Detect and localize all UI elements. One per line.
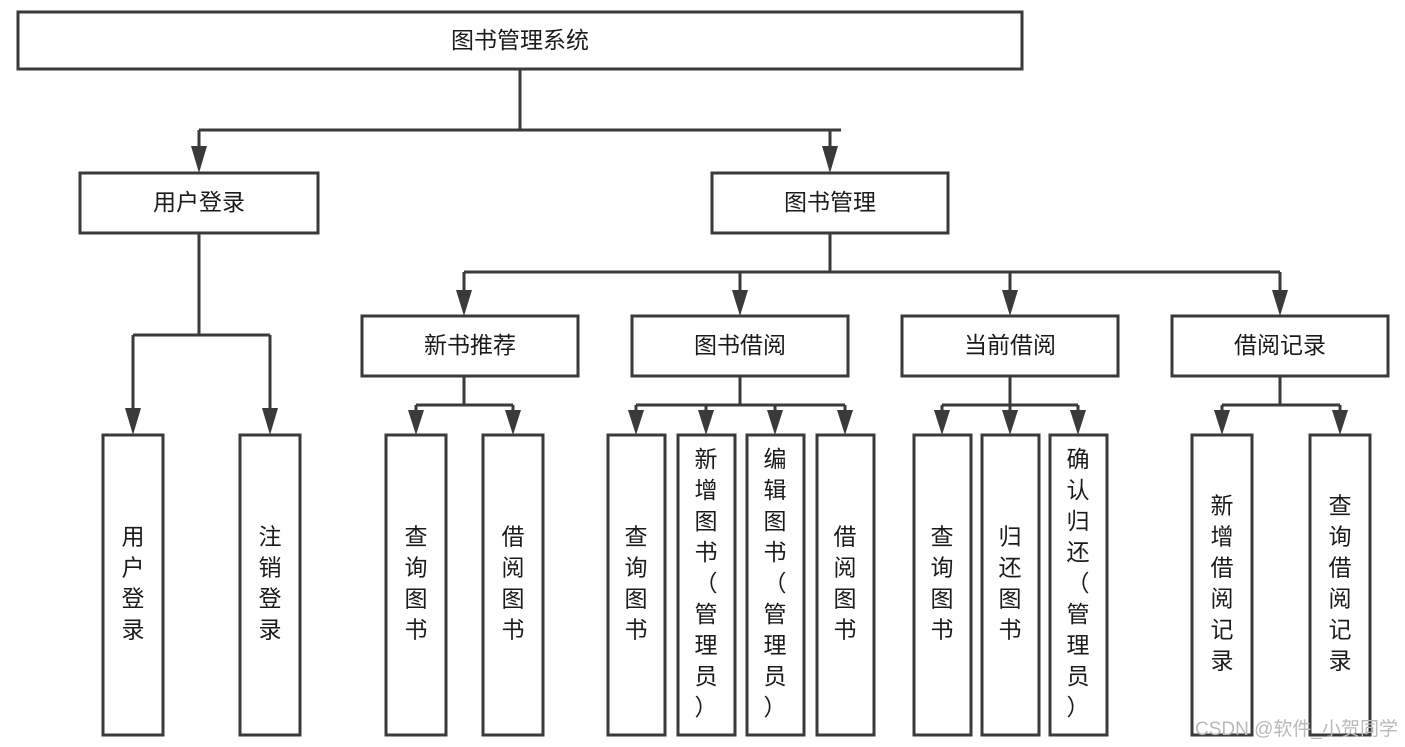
arrow-head-borrow-record (1272, 290, 1288, 316)
node-leaf-query-book-2-box[interactable] (606, 433, 667, 737)
node-leaf-return-book-box[interactable] (980, 433, 1041, 737)
node-leaf-user-logout-box[interactable] (238, 433, 302, 737)
node-leaf-return-book-label: 归还图书 (999, 524, 1022, 643)
node-leaf-borrow-book-1-label: 借阅图书 (502, 524, 525, 643)
node-leaf-add-record-box[interactable] (1190, 433, 1254, 737)
node-borrow-record[interactable]: 借阅记录 (1170, 314, 1390, 378)
node-leaf-add-book-box[interactable] (676, 433, 737, 737)
node-leaf-query-book-2[interactable]: 查询图书 (606, 433, 667, 737)
node-leaf-edit-book-label: 编辑图书（管理员） (764, 446, 787, 720)
node-leaf-query-record[interactable]: 查询借阅记录 (1308, 433, 1372, 737)
node-leaf-user-logout-label: 注销登录 (259, 524, 282, 643)
node-new-book-recommend[interactable]: 新书推荐 (360, 314, 580, 378)
node-leaf-edit-book-box[interactable] (745, 433, 806, 737)
arrow-head-leaf-edit-book (767, 410, 783, 435)
arrow-head-user-login (191, 146, 207, 173)
node-new-book-recommend-label: 新书推荐 (424, 332, 516, 358)
arrow-head-book-management (822, 146, 838, 173)
node-leaf-borrow-book-1-box[interactable] (481, 433, 545, 737)
node-book-management-label: 图书管理 (784, 189, 876, 215)
node-leaf-user-login-label: 用户登录 (122, 524, 145, 643)
arrow-head-leaf-return-book (1002, 410, 1018, 435)
node-leaf-user-login-box[interactable] (101, 433, 165, 737)
node-leaf-return-book[interactable]: 归还图书 (980, 433, 1041, 737)
node-leaf-borrow-book-2[interactable]: 借阅图书 (815, 433, 876, 737)
node-leaf-query-book-1[interactable]: 查询图书 (384, 433, 448, 737)
node-current-borrow[interactable]: 当前借阅 (900, 314, 1120, 378)
node-leaf-confirm-return-label: 确认归还（管理员） (1067, 446, 1090, 720)
node-new-book-recommend-box[interactable] (360, 314, 580, 378)
node-leaf-query-book-2-label: 查询图书 (625, 524, 648, 643)
node-book-borrow-box[interactable] (630, 314, 850, 378)
node-leaf-query-record-label: 查询借阅记录 (1329, 493, 1352, 674)
arrow-head-current-borrow (1002, 290, 1018, 316)
node-root-label: 图书管理系统 (451, 27, 589, 53)
arrow-head-leaf-query-book-3 (934, 410, 950, 435)
node-current-borrow-box[interactable] (900, 314, 1120, 378)
arrow-head-book-borrow (732, 290, 748, 316)
arrow-head-leaf-user-login (125, 408, 141, 435)
node-leaf-confirm-return[interactable]: 确认归还（管理员） (1048, 433, 1109, 737)
arrow-head-leaf-add-book (698, 410, 714, 435)
arrow-head-new-book-recommend (456, 290, 472, 316)
node-book-borrow[interactable]: 图书借阅 (630, 314, 850, 378)
node-book-management-box[interactable] (710, 171, 950, 235)
node-leaf-query-record-box[interactable] (1308, 433, 1372, 737)
arrow-head-leaf-borrow-book-2 (837, 410, 853, 435)
node-leaf-user-login[interactable]: 用户登录 (101, 433, 165, 737)
node-leaf-query-book-3-box[interactable] (912, 433, 973, 737)
node-leaf-query-book-3-label: 查询图书 (931, 524, 954, 643)
node-leaf-query-book-1-label: 查询图书 (405, 524, 428, 643)
node-leaf-add-record[interactable]: 新增借阅记录 (1190, 433, 1254, 737)
connector-layer (125, 69, 1348, 435)
arrow-head-leaf-query-book-1 (408, 410, 424, 435)
arrow-head-leaf-borrow-book-1 (505, 410, 521, 435)
node-leaf-confirm-return-box[interactable] (1048, 433, 1109, 737)
node-leaf-borrow-book-2-box[interactable] (815, 433, 876, 737)
node-user-login[interactable]: 用户登录 (78, 171, 320, 235)
node-book-management[interactable]: 图书管理 (710, 171, 950, 235)
arrow-head-leaf-user-logout (262, 408, 278, 435)
node-leaf-edit-book[interactable]: 编辑图书（管理员） (745, 433, 806, 737)
arrow-head-leaf-add-record (1214, 410, 1230, 435)
node-root[interactable]: 图书管理系统 (16, 10, 1024, 71)
arrow-head-leaf-query-record (1332, 410, 1348, 435)
node-borrow-record-box[interactable] (1170, 314, 1390, 378)
node-user-login-label: 用户登录 (153, 189, 245, 215)
node-root-box[interactable] (16, 10, 1024, 71)
node-user-login-box[interactable] (78, 171, 320, 235)
node-leaf-user-logout[interactable]: 注销登录 (238, 433, 302, 737)
node-current-borrow-label: 当前借阅 (964, 332, 1056, 358)
arrow-head-leaf-query-book-2 (628, 410, 644, 435)
node-book-borrow-label: 图书借阅 (694, 332, 786, 358)
arrow-head-leaf-confirm-return (1070, 410, 1086, 435)
node-leaf-borrow-book-1[interactable]: 借阅图书 (481, 433, 545, 737)
node-leaf-borrow-book-2-label: 借阅图书 (834, 524, 857, 643)
node-leaf-add-record-label: 新增借阅记录 (1211, 493, 1234, 674)
node-leaf-add-book[interactable]: 新增图书（管理员） (676, 433, 737, 737)
node-leaf-query-book-1-box[interactable] (384, 433, 448, 737)
node-leaf-add-book-label: 新增图书（管理员） (695, 446, 718, 720)
watermark: CSDN @软件_小贺同学 (1195, 718, 1398, 740)
node-borrow-record-label: 借阅记录 (1234, 332, 1326, 358)
node-leaf-query-book-3[interactable]: 查询图书 (912, 433, 973, 737)
